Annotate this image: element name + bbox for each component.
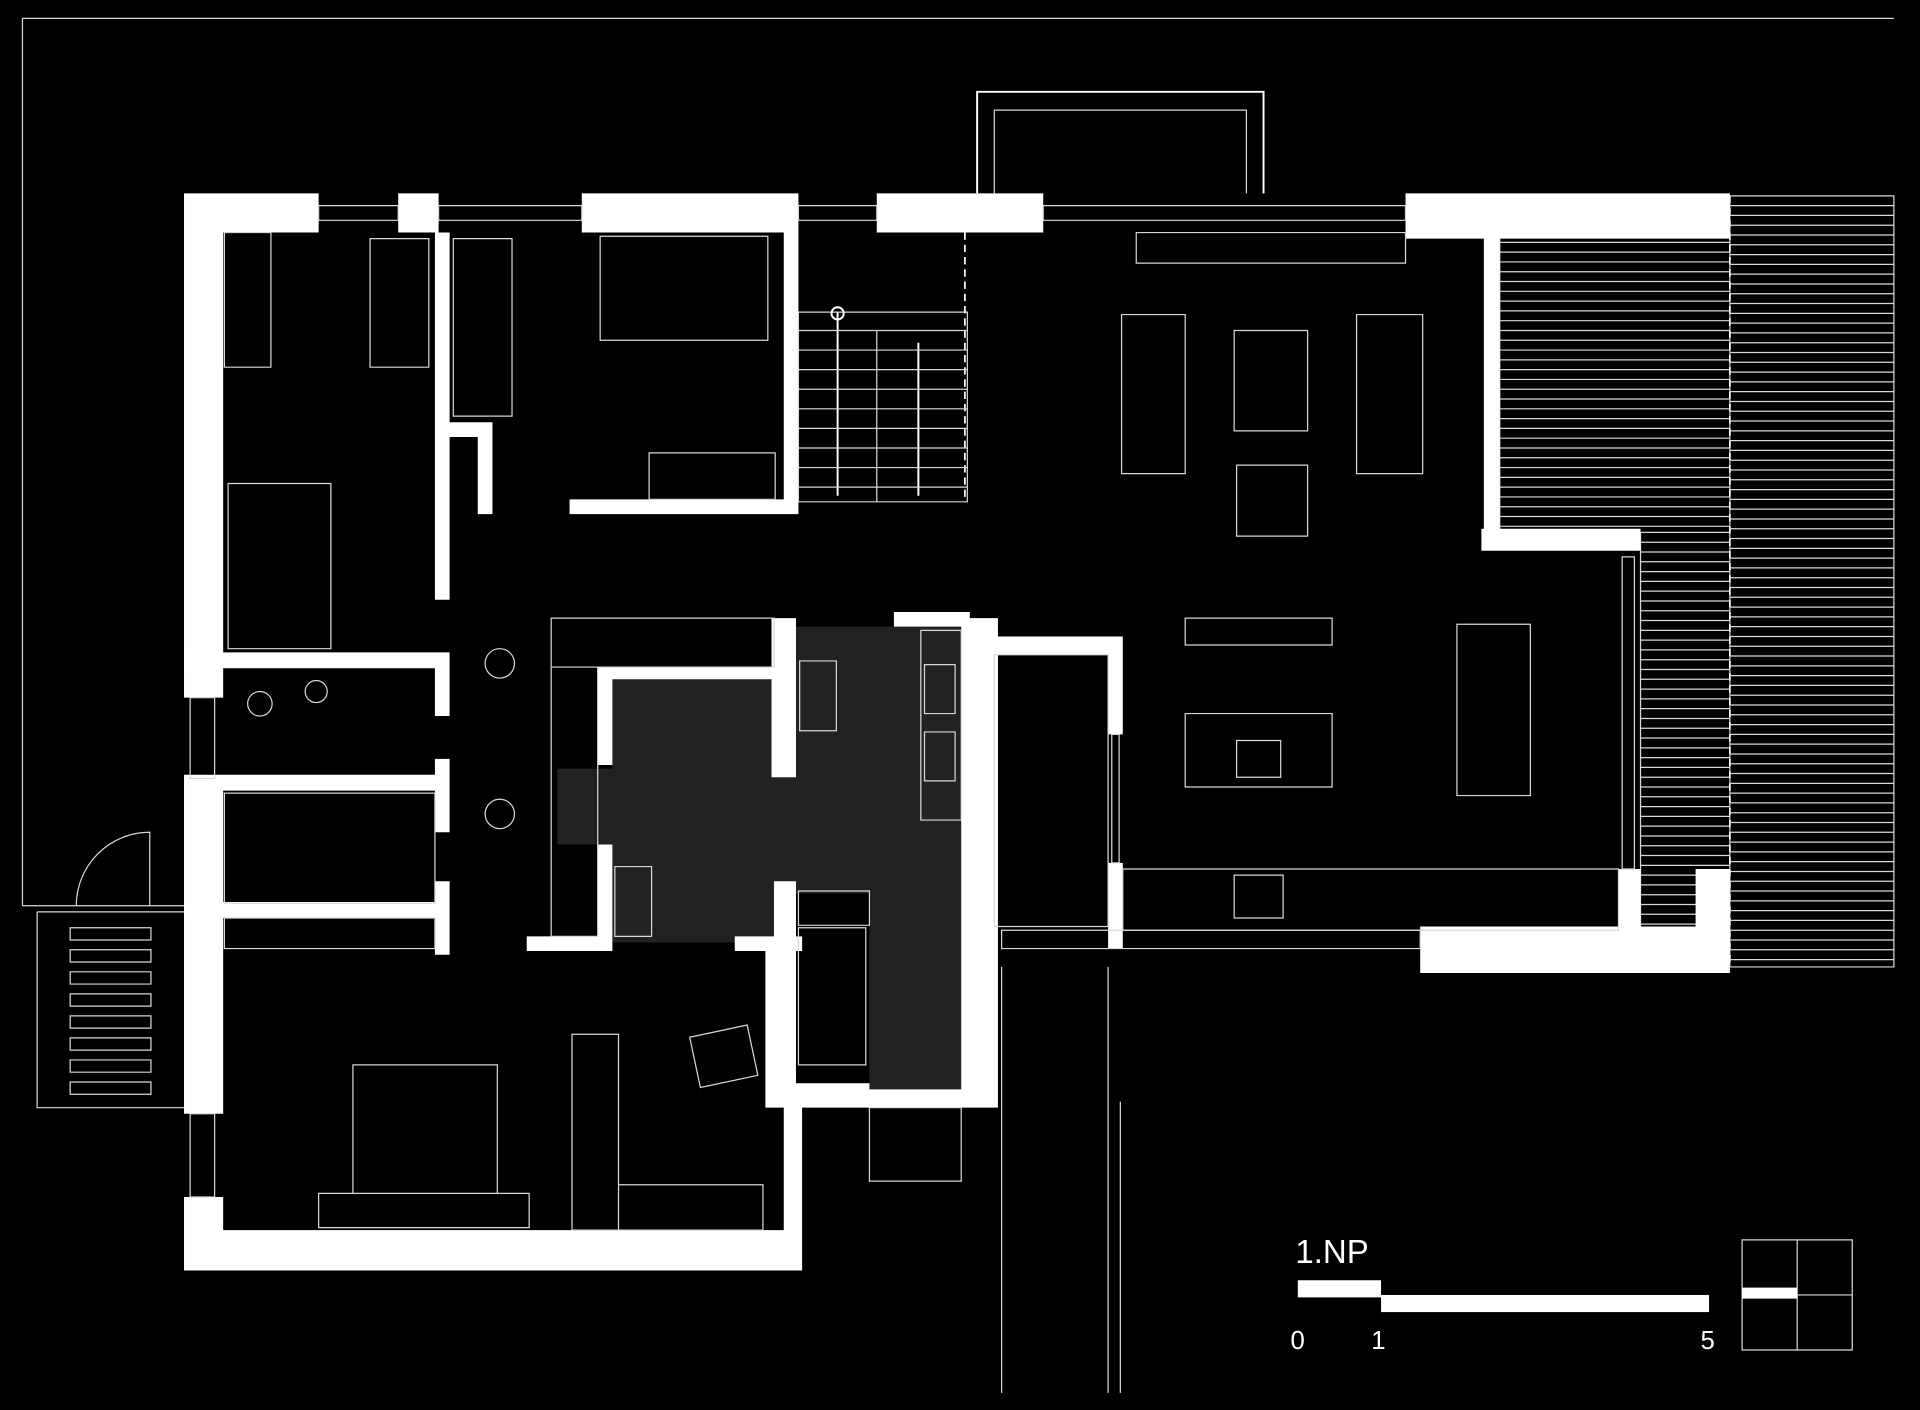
terrace-decking (1499, 195, 1895, 968)
scale-bar-segment-1-5 (1381, 1294, 1710, 1313)
scale-tick-1: 1 (1371, 1327, 1385, 1355)
hatch-lines (798, 329, 968, 488)
step-treads (69, 927, 152, 1095)
kitchen-floor (557, 626, 968, 1090)
title-block: 1.NP 0 1 5 (1290, 1234, 1853, 1355)
site-boundary (21, 17, 1894, 1393)
furniture (223, 231, 1620, 1231)
balcony-top (976, 90, 1265, 194)
windows (189, 205, 1636, 1198)
hatch-lines (1640, 541, 1730, 964)
floor-key-icon (1741, 1239, 1853, 1351)
hatch-lines (1499, 241, 1730, 527)
scale-tick-5: 5 (1700, 1327, 1714, 1355)
floor-label: 1.NP (1295, 1234, 1368, 1271)
entry-steps (69, 831, 152, 1095)
scale-bar-segment-0-1 (1297, 1280, 1382, 1298)
staircase (797, 232, 968, 503)
scale-tick-0: 0 (1290, 1327, 1304, 1355)
hatch-lines (1729, 205, 1894, 961)
